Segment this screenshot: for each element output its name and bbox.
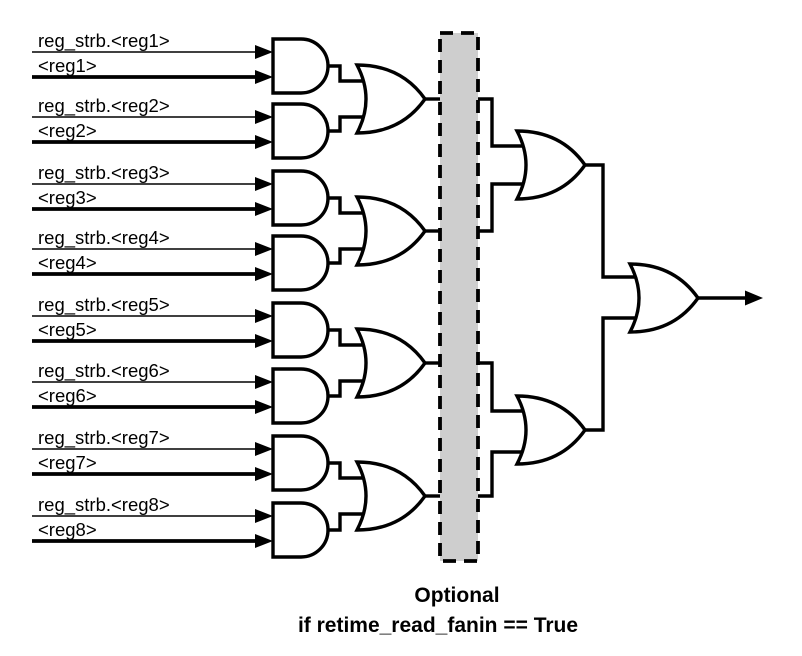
input-arrowhead-icon [255, 509, 273, 523]
wire-and8-or4 [328, 512, 372, 532]
input-strobe-label: reg_strb.<reg7> [38, 427, 170, 449]
input-value-label: <reg8> [38, 519, 97, 540]
wire-and7-or4 [328, 461, 372, 480]
input-arrowhead-icon [255, 267, 273, 281]
input-value-label: <reg1> [38, 55, 97, 76]
and-gate-8 [271, 501, 330, 559]
stage2-or-gates [514, 129, 588, 466]
input-value-label: <reg4> [38, 252, 97, 273]
and-gate-5 [271, 301, 330, 359]
input-strobe-label: reg_strb.<reg6> [38, 360, 170, 382]
input-strobe-label: reg_strb.<reg5> [38, 294, 170, 316]
input-strobe-label: reg_strb.<reg1> [38, 30, 170, 52]
or-gate-2 [354, 195, 428, 267]
wire-box-or6-bottom [478, 450, 527, 498]
input-value-label: <reg5> [38, 319, 97, 340]
caption-condition: if retime_read_fanin == True [298, 614, 578, 637]
box-to-or-wires [478, 97, 527, 498]
input-arrowhead-icon [255, 135, 273, 149]
input-arrowhead-icon [255, 375, 273, 389]
wire-box-or5-top [478, 97, 527, 148]
input-arrowhead-icon [255, 442, 273, 456]
input-value-label: <reg3> [38, 187, 97, 208]
input-arrowhead-icon [255, 309, 273, 323]
input-arrowhead-icon [255, 45, 273, 59]
input-arrowhead-icon [255, 177, 273, 191]
wire-and1-or1 [328, 64, 372, 83]
output-arrowhead-icon [745, 290, 763, 306]
and-gates [271, 37, 330, 559]
stage2-to-final-wires [585, 163, 643, 432]
or-gate-1 [354, 63, 428, 135]
optional-retime-register-box [438, 31, 480, 563]
input-arrowhead-icon [255, 110, 273, 124]
and-gate-6 [271, 367, 330, 425]
wire-or6-final [585, 316, 643, 432]
input-strobe-label: reg_strb.<reg8> [38, 494, 170, 516]
and-gate-3 [271, 169, 330, 227]
input-value-label: <reg7> [38, 452, 97, 473]
input-strobe-label: reg_strb.<reg4> [38, 227, 170, 249]
input-arrowhead-icon [255, 70, 273, 84]
input-arrowhead-icon [255, 242, 273, 256]
wire-and2-or1 [328, 115, 372, 133]
or-gate-4 [354, 460, 428, 532]
input-strobe-label: reg_strb.<reg2> [38, 95, 170, 117]
input-value-label: <reg6> [38, 385, 97, 406]
and-gate-4 [271, 234, 330, 292]
wire-and5-or3 [328, 328, 372, 347]
input-strobe-label: reg_strb.<reg3> [38, 162, 170, 184]
wire-box-or6-top [478, 361, 527, 413]
and-to-or-wires [328, 64, 372, 532]
and-gate-2 [271, 102, 330, 160]
caption-optional: Optional [414, 584, 499, 607]
final-or-gate [627, 262, 701, 334]
input-arrowhead-icon [255, 467, 273, 481]
input-rows: reg_strb.<reg1> <reg1> reg_strb.<reg2> <… [32, 30, 273, 548]
input-value-label: <reg2> [38, 120, 97, 141]
stage1-or-gates [354, 63, 428, 532]
or-gate-6 [514, 394, 588, 466]
or-gate-5 [514, 129, 588, 201]
input-arrowhead-icon [255, 534, 273, 548]
and-gate-7 [271, 434, 330, 492]
input-arrowhead-icon [255, 334, 273, 348]
wire-box-or5-bottom [478, 182, 527, 233]
input-arrowhead-icon [255, 400, 273, 414]
wire-and6-or3 [328, 379, 372, 398]
or-gate-3 [354, 327, 428, 399]
wire-and4-or2 [328, 247, 372, 265]
input-arrowhead-icon [255, 202, 273, 216]
and-gate-1 [271, 37, 330, 95]
wire-and3-or2 [328, 196, 372, 215]
wire-or5-final [585, 163, 643, 279]
or-to-box-wires [425, 97, 440, 498]
